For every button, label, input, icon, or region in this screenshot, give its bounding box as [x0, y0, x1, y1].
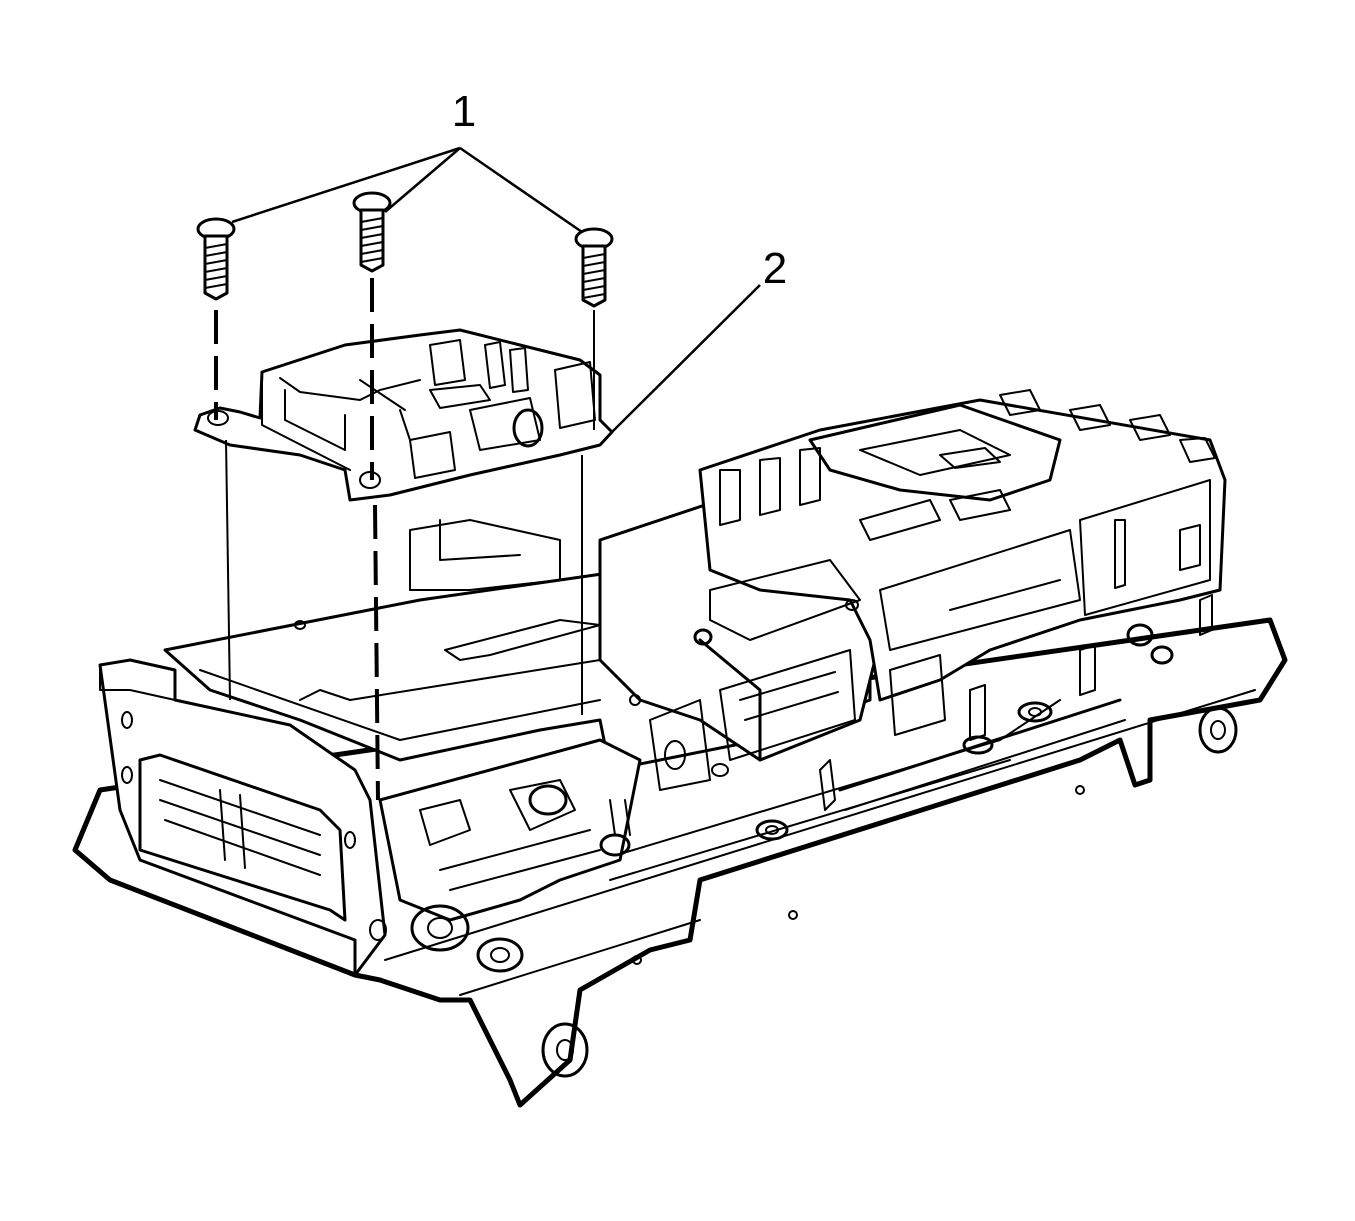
bolt-right [574, 227, 614, 308]
tray-studs [755, 594, 1213, 841]
base-tray [72, 617, 1288, 1108]
valve-connector-assembly [378, 738, 642, 973]
install-guide-lines [214, 278, 595, 801]
front-end-housing [98, 658, 387, 977]
callout-2-label: 2 [763, 244, 787, 293]
electronic-module [698, 389, 1227, 761]
bolt-left [196, 217, 236, 301]
callout-leaders [231, 146, 761, 433]
cover [193, 328, 614, 502]
callout-1-label: 1 [452, 87, 476, 136]
bolt-middle [352, 191, 392, 273]
